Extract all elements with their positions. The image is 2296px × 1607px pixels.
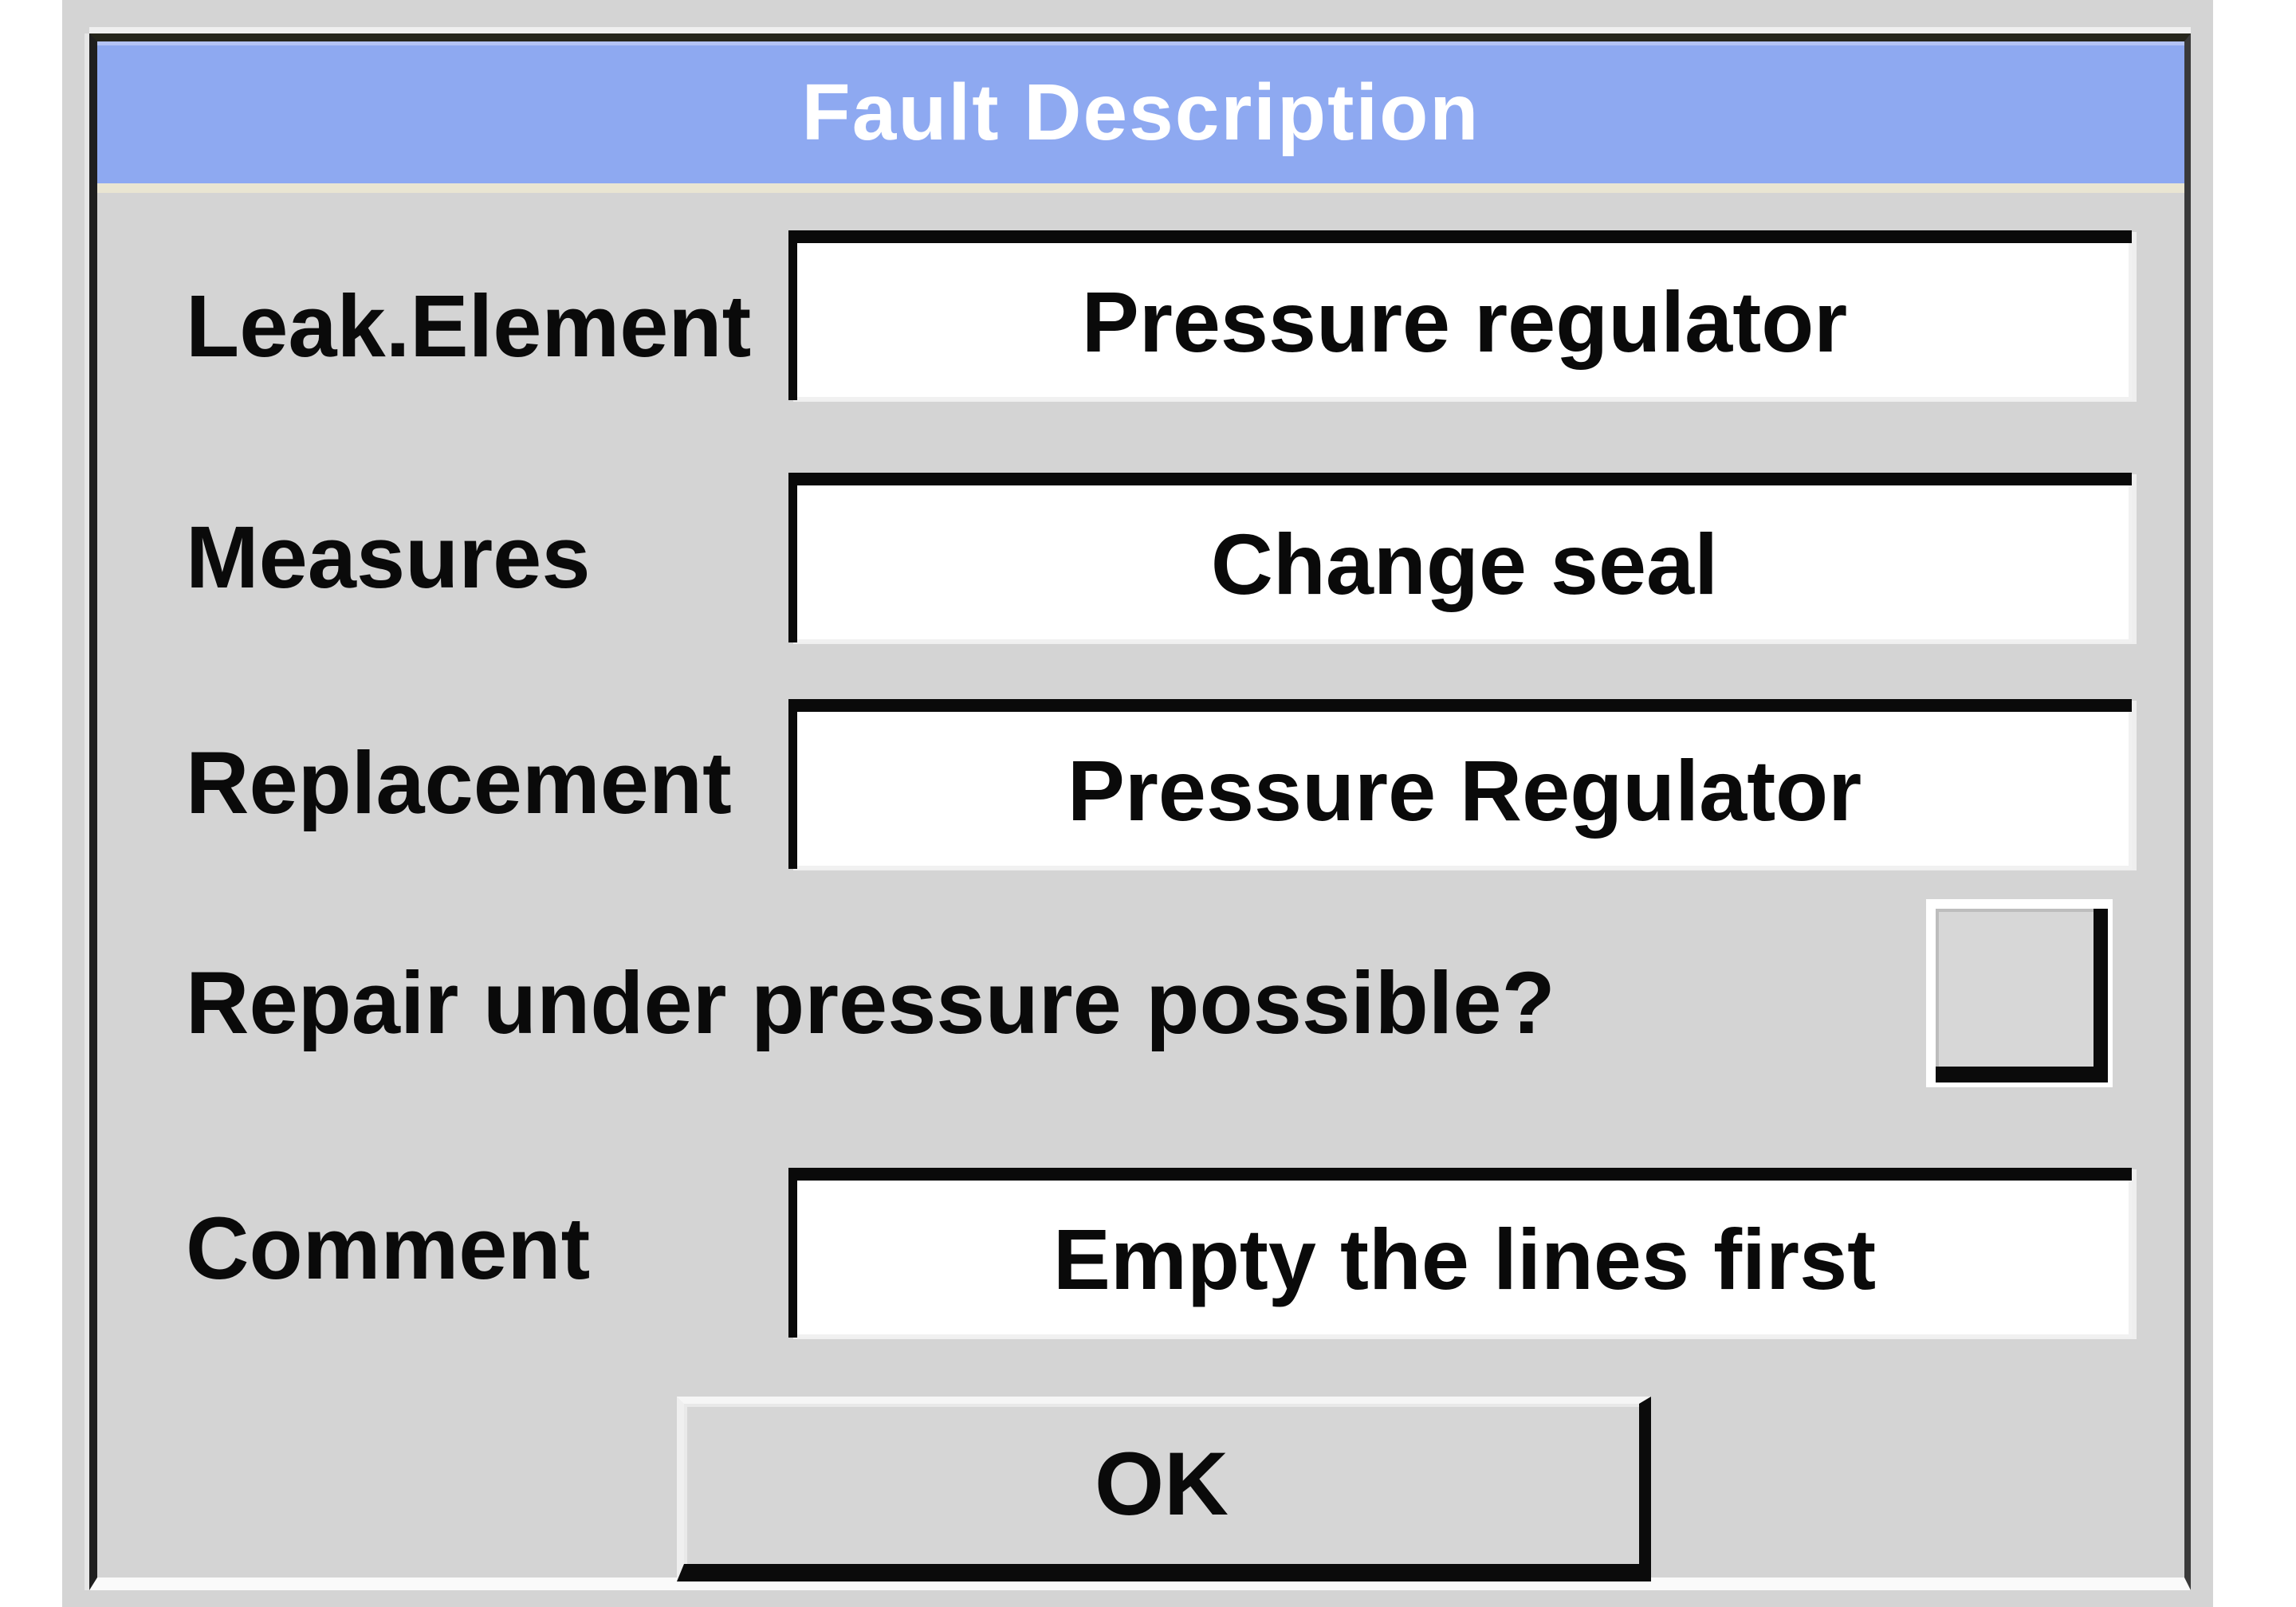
leak-element-input[interactable] xyxy=(788,230,2132,400)
dialog-title: Fault Description xyxy=(801,67,1480,157)
dialog-titlebar: Fault Description xyxy=(97,41,2184,193)
ok-button[interactable]: OK xyxy=(677,1397,1651,1581)
measures-input[interactable] xyxy=(788,473,2132,642)
comment-input[interactable] xyxy=(788,1168,2132,1338)
fault-description-dialog: Fault Description Leak.Element Measures … xyxy=(89,33,2191,1590)
leak-element-label: Leak.Element xyxy=(186,277,752,375)
repair-under-pressure-checkbox[interactable] xyxy=(1926,899,2113,1087)
measures-label: Measures xyxy=(186,509,591,607)
replacement-input[interactable] xyxy=(788,699,2132,869)
replacement-label: Replacement xyxy=(186,734,732,832)
checkbox-well xyxy=(1936,909,2108,1082)
repair-under-pressure-label: Repair under pressure possible? xyxy=(186,954,1555,1052)
comment-label: Comment xyxy=(186,1200,591,1298)
